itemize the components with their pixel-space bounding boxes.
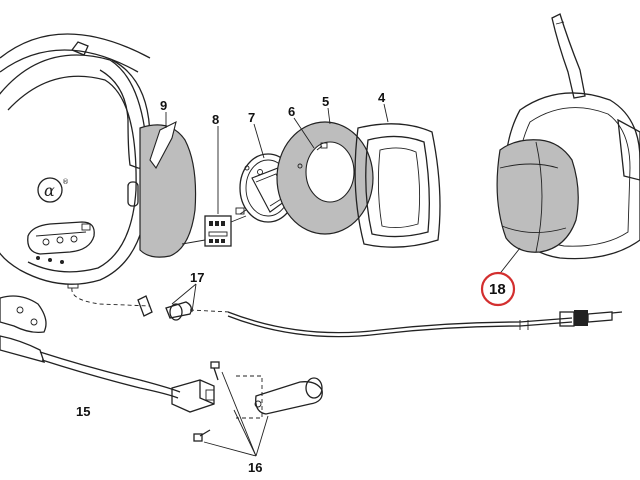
screw-bottom (193, 429, 211, 442)
control-knob-1 (42, 238, 50, 246)
ear-seal-left (139, 120, 197, 258)
headband-right (551, 13, 586, 99)
headband-left (0, 33, 151, 59)
right-earcup-assembly (496, 13, 640, 260)
control-panel (27, 221, 95, 255)
retaining-pin (316, 142, 328, 151)
callout-18-highlight-ring (480, 271, 516, 307)
leader-lines (165, 103, 521, 457)
headset-cable (71, 287, 623, 338)
callout-4: 4 (378, 90, 386, 105)
callout-9: 9 (160, 98, 167, 113)
control-knob-2 (56, 236, 64, 244)
callout-8: 8 (212, 112, 219, 127)
cable-plug (519, 310, 623, 330)
callout-7: 7 (248, 110, 255, 125)
foam-disc (276, 121, 374, 235)
logo-registered-mark: ® (62, 178, 69, 186)
callout-16: 16 (248, 460, 262, 475)
callouts: 9 8 7 6 5 4 17 15 16 18 (76, 90, 516, 475)
control-knob-3 (70, 235, 78, 243)
callout-15: 15 (76, 404, 90, 419)
callout-18: 18 (489, 281, 506, 298)
boom-microphone (0, 295, 215, 413)
ear-seal-right (496, 139, 579, 253)
callout-6: 6 (288, 104, 295, 119)
left-earcup-assembly: α ® (0, 33, 151, 289)
connector-board (181, 215, 247, 247)
mic-arm-parts (193, 361, 323, 442)
callout-5: 5 (322, 94, 329, 109)
left-earcup-shell (0, 54, 149, 285)
callout-17: 17 (190, 270, 204, 285)
logo-glyph: α (44, 181, 55, 200)
screw-top (210, 361, 220, 381)
logo-emblem (37, 177, 63, 203)
ear-cushion (354, 123, 441, 248)
